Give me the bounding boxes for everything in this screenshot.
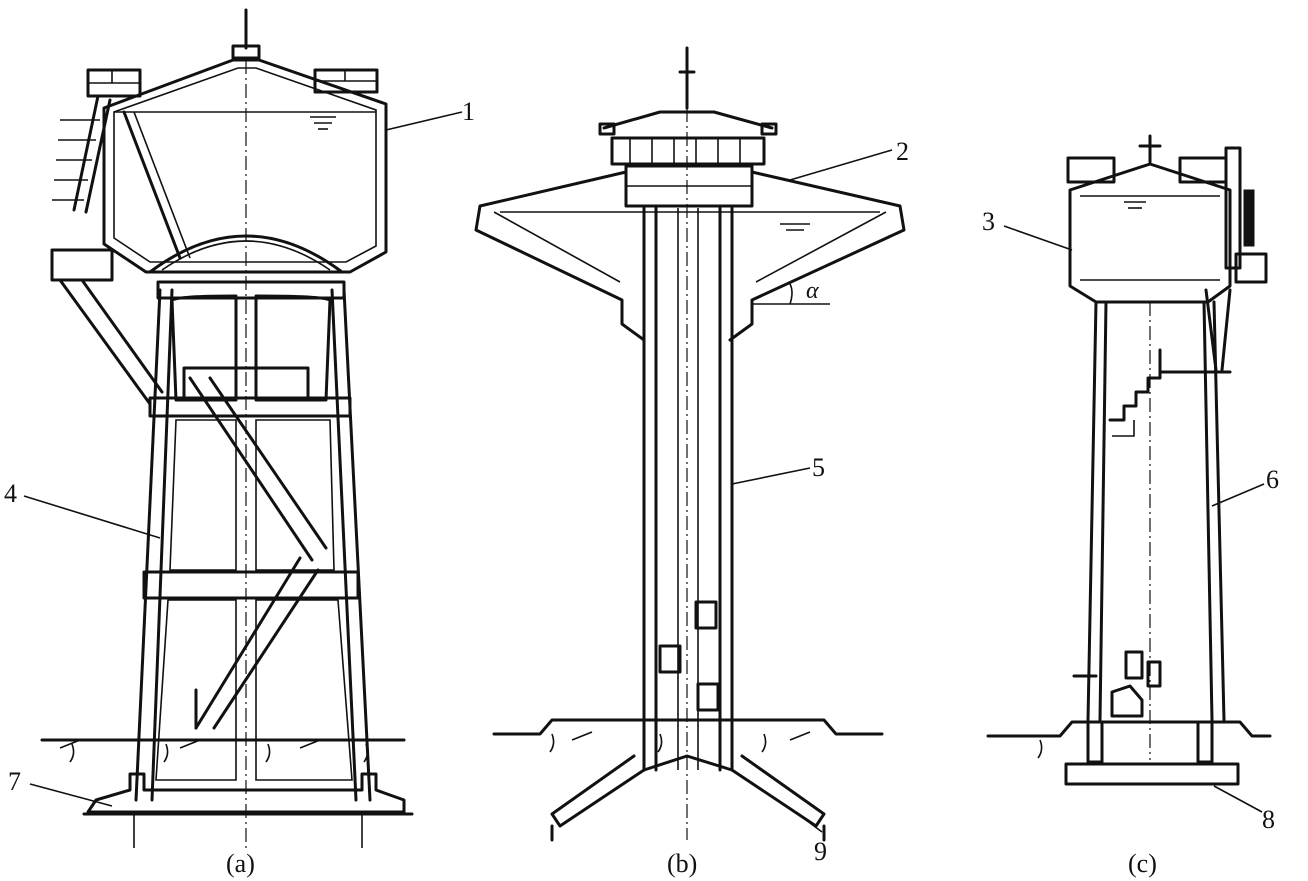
tower-c-shaft: [1072, 300, 1232, 722]
tower-b-ground: [492, 718, 884, 842]
tower-c-ground: [986, 720, 1272, 786]
tower-b-tank: [474, 170, 906, 342]
leader-8: [1213, 785, 1263, 813]
tower-b-shaft: [642, 206, 734, 772]
tower-c-finial: [1138, 134, 1162, 164]
tower-a: [40, 8, 414, 850]
captions: (a) (b) (c): [226, 849, 1157, 878]
leader-6: [1211, 483, 1265, 507]
tower-a-frame: [134, 280, 372, 802]
tower-a-finial: [231, 8, 261, 60]
caption-c: (c): [1128, 849, 1157, 878]
callout-8: 8: [1262, 805, 1275, 834]
leader-4: [23, 495, 161, 539]
callouts: 1 2 3 4 5 6 7 8 9 α: [4, 97, 1279, 866]
leader-5: [731, 467, 811, 485]
callout-2: 2: [896, 137, 909, 166]
tower-b: [474, 46, 906, 842]
tower-c-tank: [1066, 156, 1232, 304]
caption-a: (a): [226, 849, 255, 878]
tower-a-roof-parapet: [86, 68, 379, 98]
tower-a-ladder: [50, 94, 164, 406]
callout-1: 1: [462, 97, 475, 126]
leader-1: [385, 111, 463, 131]
callout-6: 6: [1266, 465, 1279, 494]
callout-4: 4: [4, 479, 17, 508]
tower-a-ground: [40, 738, 414, 848]
leader-2: [789, 149, 893, 181]
leader-7: [29, 783, 113, 807]
tower-c: [986, 134, 1272, 786]
angle-alpha-label: α: [806, 278, 819, 304]
caption-b: (b): [667, 849, 697, 878]
leader-9: [789, 807, 823, 833]
leader-lines: [23, 111, 1265, 833]
tower-b-roof-lantern: [598, 110, 778, 208]
callout-9: 9: [814, 837, 827, 866]
leader-3: [1003, 225, 1073, 251]
callout-5: 5: [812, 453, 825, 482]
callout-3: 3: [982, 207, 995, 236]
callout-7: 7: [8, 767, 21, 796]
